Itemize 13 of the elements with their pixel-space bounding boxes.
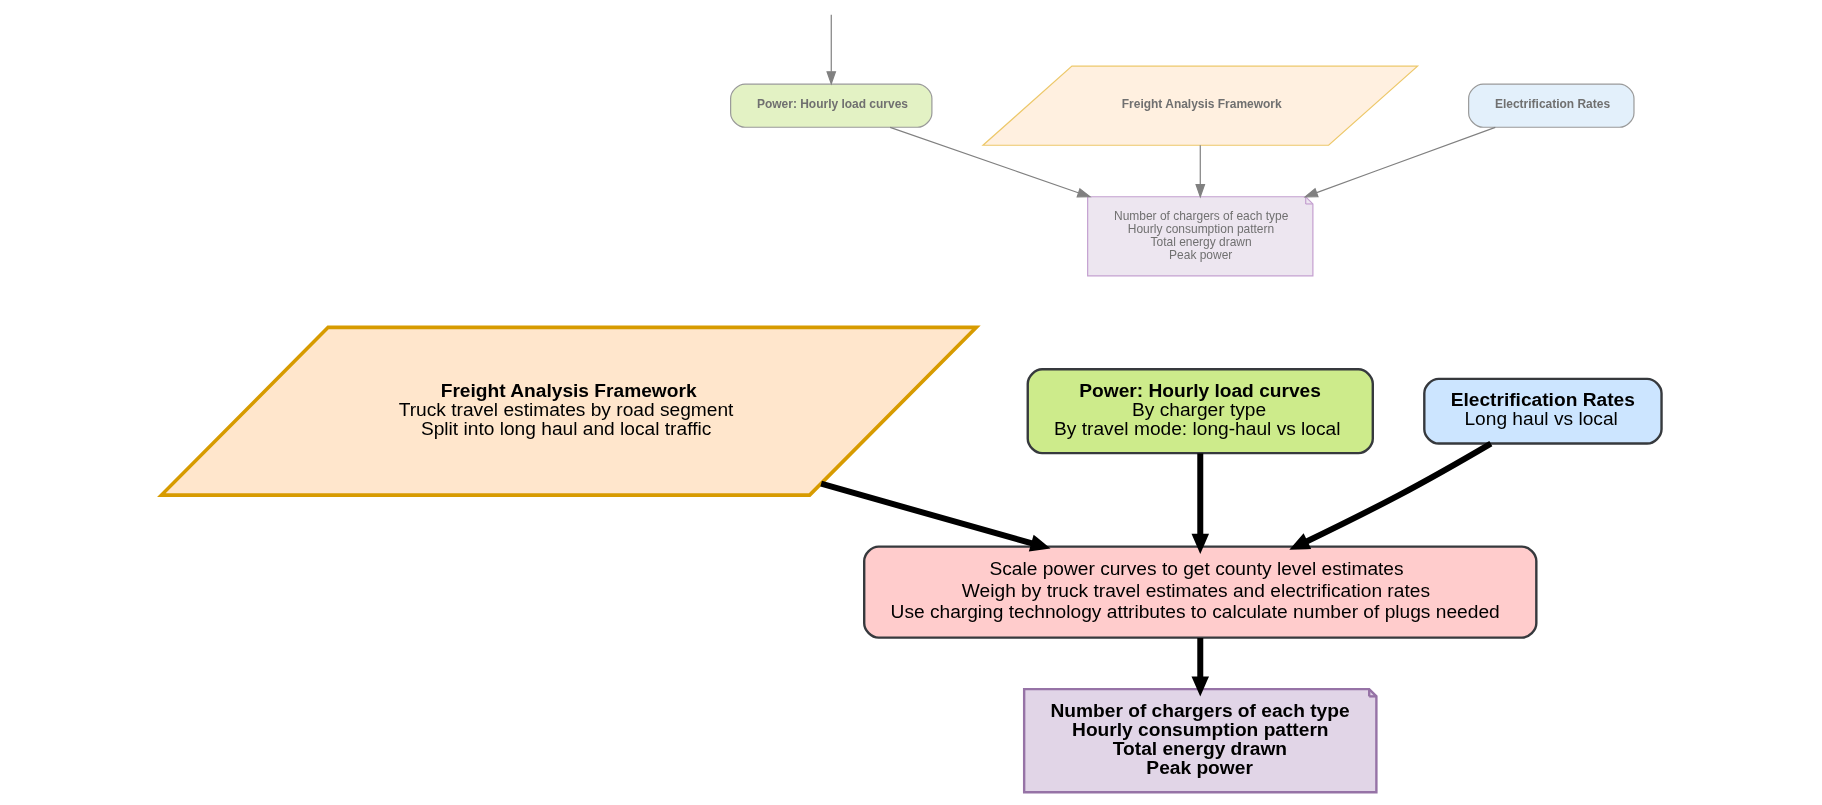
arrow (819, 480, 1051, 552)
arrow (1303, 126, 1496, 197)
arrow (889, 126, 1092, 197)
arrow (1191, 452, 1209, 554)
node-box: Power: Hourly load curves (729, 83, 932, 128)
node-box: Electrification Rates (1467, 83, 1635, 128)
arrow (1288, 440, 1492, 550)
arrow (825, 13, 836, 86)
node-box: Scale power curves to get county level estimates Weigh by truck travel estimates and electrification rates Use charging technology attributes to calculate number of plugs needed (862, 544, 1538, 639)
arrow (1194, 144, 1205, 198)
node-box: Electrification Rates Long haul vs local (1422, 377, 1663, 445)
arrow (1191, 637, 1209, 696)
node-box: Power: Hourly load curves By charger type By travel mode: long-haul vs local (1026, 367, 1374, 454)
